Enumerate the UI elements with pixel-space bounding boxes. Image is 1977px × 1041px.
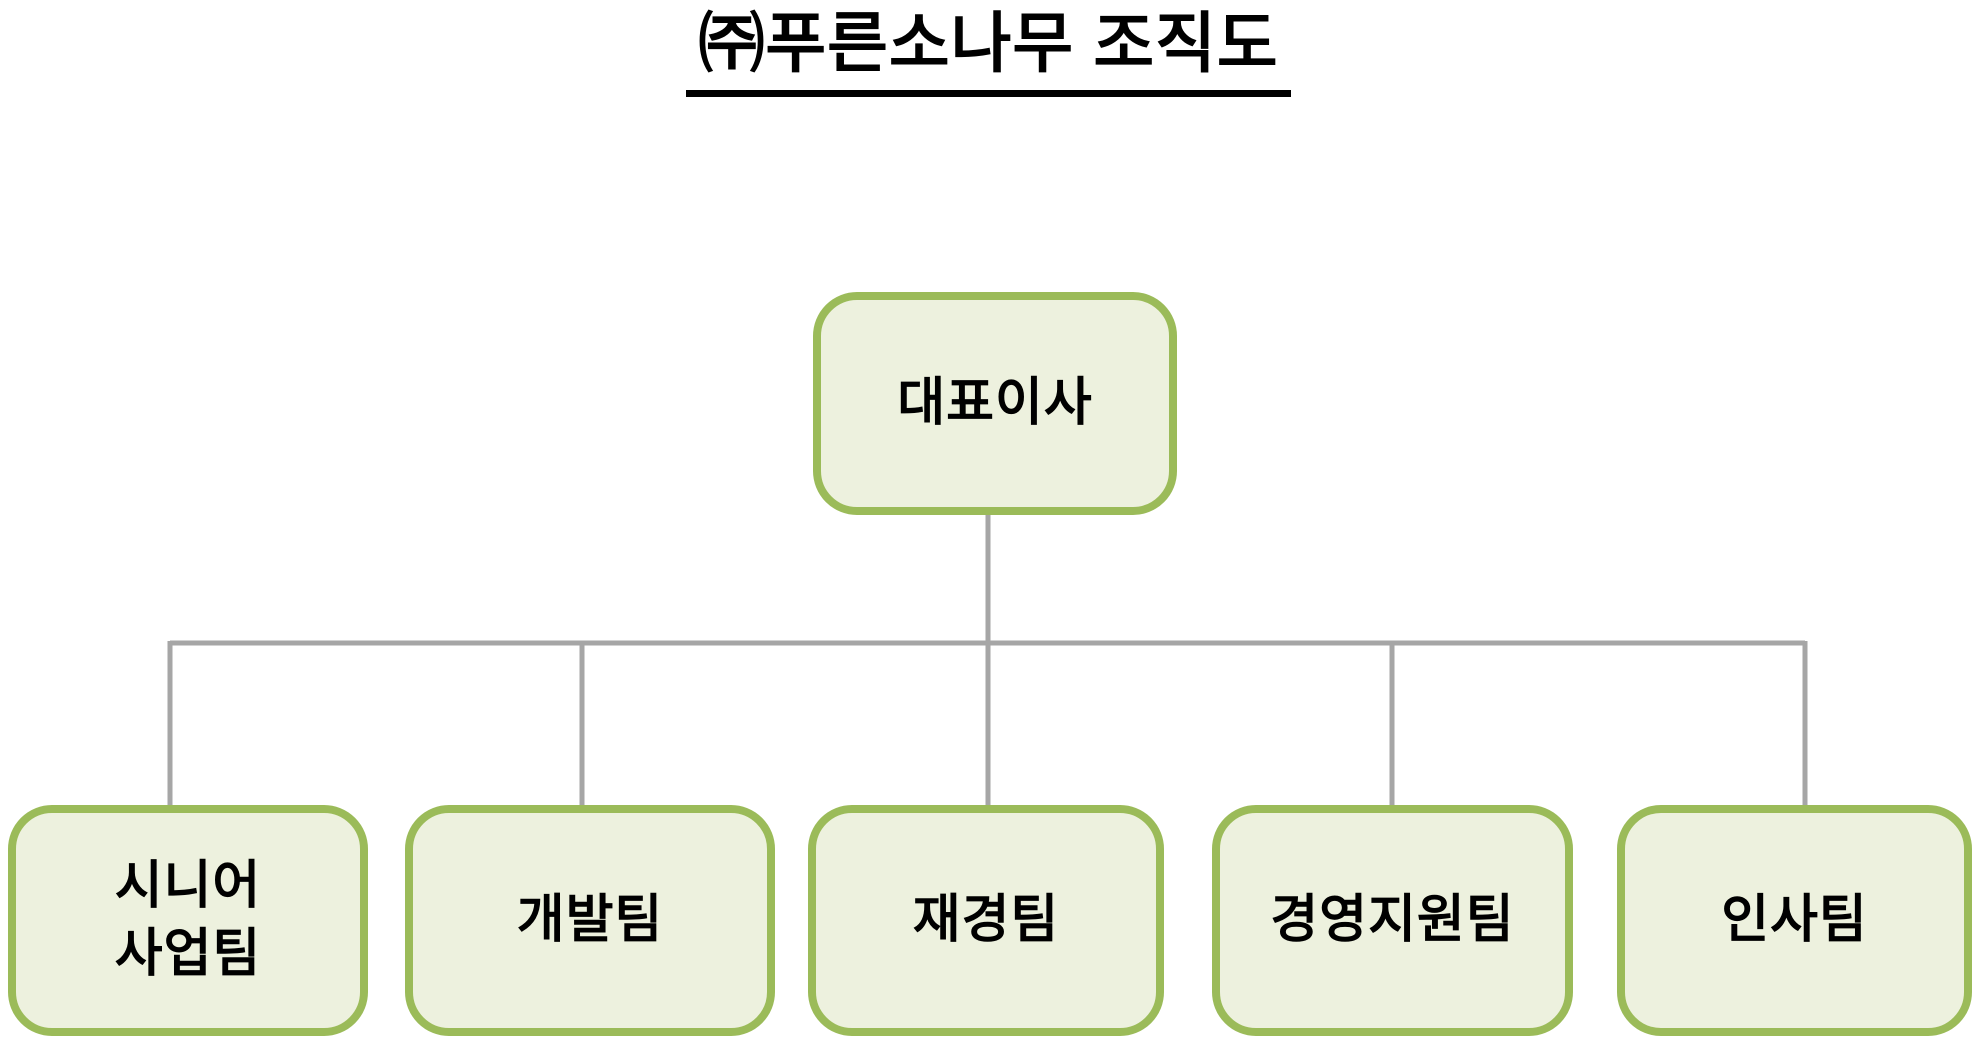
org-node-hr-team: 인사팀 [1617,805,1972,1036]
org-node-label: 인사팀 [1721,890,1868,949]
connector-path [167,513,1808,807]
chart-title: ㈜푸른소나무 조직도 [686,6,1291,97]
org-node-label: 대표이사 [897,373,1093,432]
org-node-finance-team: 재경팀 [808,805,1164,1036]
org-node-management-support-team: 경영지원팀 [1212,805,1573,1036]
org-node-label: 경영지원팀 [1270,890,1515,949]
org-node-senior-business-team: 시니어 사업팀 [8,805,368,1036]
org-node-label: 재경팀 [912,890,1060,949]
org-node-label: 개발팀 [516,890,664,949]
chart-title-area: ㈜푸른소나무 조직도 [0,6,1977,97]
org-node-label: 시니어 사업팀 [114,856,262,983]
org-node-ceo: 대표이사 [813,292,1177,515]
org-node-development-team: 개발팀 [405,805,775,1036]
